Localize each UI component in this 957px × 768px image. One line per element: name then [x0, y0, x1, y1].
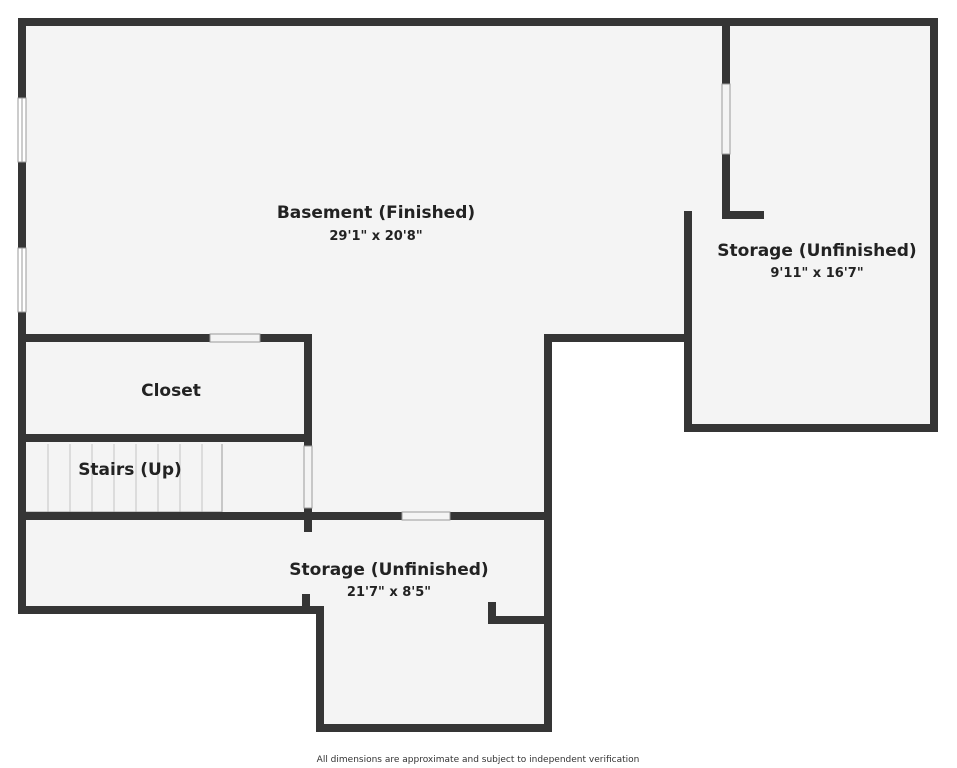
main-area-lower-floor	[308, 336, 548, 516]
room-dims-basement: 29'1" x 20'8"	[329, 229, 422, 244]
room-dims-storage-bottom: 21'7" x 8'5"	[347, 585, 431, 600]
room-dims-storage-right: 9'11" x 16'7"	[770, 266, 863, 281]
room-name-storage-right: Storage (Unfinished)	[717, 241, 916, 261]
door-closet	[209, 333, 261, 343]
closet-floor	[22, 338, 308, 438]
outer-wall	[18, 18, 938, 732]
room-name-storage-bottom: Storage (Unfinished)	[289, 560, 488, 580]
storage-bottom-extension-floor	[320, 606, 548, 728]
opening-storage-right	[721, 83, 731, 155]
floor-areas	[22, 22, 936, 728]
room-name-stairs: Stairs (Up)	[78, 460, 182, 480]
main-area-floor	[22, 22, 726, 338]
door-stairs	[303, 445, 313, 509]
storage-bottom-floor	[22, 516, 548, 610]
openings	[17, 83, 731, 521]
room-name-closet: Closet	[141, 381, 201, 401]
room-name-basement: Basement (Finished)	[277, 203, 475, 223]
door-storage-bottom	[401, 511, 451, 521]
wall-stub-right	[488, 602, 548, 624]
room-labels: Basement (Finished) 29'1" x 20'8" Storag…	[78, 203, 917, 600]
footnote: All dimensions are approximate and subje…	[317, 755, 640, 765]
